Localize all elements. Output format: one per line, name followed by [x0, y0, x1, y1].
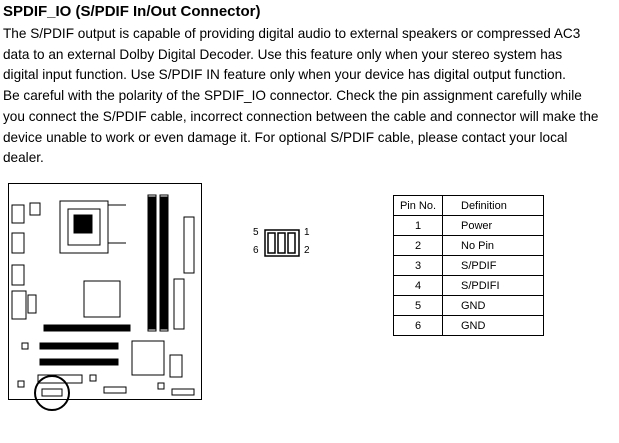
- small-chip: [89, 374, 97, 382]
- pin-label-2: 2: [304, 245, 310, 256]
- southbridge-chip: [131, 340, 165, 376]
- definition-cell: S/PDIF: [442, 255, 544, 276]
- definition-cell: GND: [442, 295, 544, 316]
- small-chip: [17, 380, 25, 388]
- paragraph-line: data to an external Dolby Digital Decode…: [3, 46, 563, 62]
- pin-label-6: 6: [253, 245, 259, 256]
- table-header-row: Pin No. Definition: [393, 195, 544, 216]
- highlight-circle: [34, 375, 70, 411]
- spdif-pin-header-diagram: 5 1 6 2: [250, 225, 320, 260]
- table-row: 3 S/PDIF: [393, 255, 544, 276]
- usb-header: [103, 386, 127, 394]
- io-port: [11, 264, 25, 286]
- io-port: [11, 232, 25, 254]
- description-paragraph: The S/PDIF output is capable of providin…: [3, 24, 615, 169]
- audio-header: [37, 374, 83, 384]
- definition-cell: No Pin: [442, 235, 544, 256]
- paragraph-line: digital input function. Use S/PDIF IN fe…: [3, 67, 566, 83]
- pin-number-cell: 3: [393, 255, 443, 276]
- pin-header-icon: [264, 229, 300, 257]
- small-chip: [29, 202, 41, 216]
- pin-number-cell: 6: [393, 315, 443, 336]
- dimm-slot: [147, 194, 157, 332]
- pin-assignment-table: Pin No. Definition 1 Power 2 No Pin 3 S/…: [393, 195, 544, 336]
- atx-power: [183, 216, 195, 274]
- paragraph-line: you connect the S/PDIF cable, incorrect …: [3, 108, 599, 124]
- motherboard-diagram: [8, 183, 202, 411]
- io-port: [11, 204, 25, 224]
- board-outline: [8, 183, 202, 400]
- paragraph-line: The S/PDIF output is capable of providin…: [3, 26, 581, 41]
- table-row: 4 S/PDIFI: [393, 275, 544, 296]
- small-chip: [157, 382, 165, 390]
- column-header: Pin No.: [393, 195, 443, 216]
- cpu-core: [73, 214, 93, 234]
- table-row: 5 GND: [393, 295, 544, 316]
- expansion-slot: [43, 324, 131, 332]
- sata-connector: [169, 354, 183, 378]
- table-row: 1 Power: [393, 215, 544, 236]
- definition-cell: Power: [442, 215, 544, 236]
- spdif-header: [41, 388, 63, 397]
- pin-number-cell: 2: [393, 235, 443, 256]
- northbridge-chip: [83, 280, 121, 318]
- section-title: SPDIF_IO (S/PDIF In/Out Connector): [3, 3, 261, 20]
- dimm-slot: [159, 194, 169, 332]
- pin-label-1: 1: [304, 227, 310, 238]
- expansion-slot: [39, 342, 119, 350]
- pin-label-5: 5: [253, 227, 259, 238]
- paragraph-line: dealer.: [3, 150, 44, 166]
- paragraph-line: Be careful with the polarity of the SPDI…: [3, 88, 582, 104]
- io-port: [11, 290, 27, 320]
- paragraph-line: device unable to work or even damage it.…: [3, 129, 568, 145]
- front-panel-header: [171, 388, 195, 396]
- pin-number-cell: 5: [393, 295, 443, 316]
- pin-number-cell: 4: [393, 275, 443, 296]
- definition-cell: GND: [442, 315, 544, 336]
- small-chip: [21, 342, 29, 350]
- ide-connector: [173, 278, 185, 330]
- definition-cell: S/PDIFI: [442, 275, 544, 296]
- cpu-socket: [59, 200, 109, 254]
- column-header: Definition: [442, 195, 544, 216]
- pin-number-cell: 1: [393, 215, 443, 236]
- table-row: 6 GND: [393, 315, 544, 336]
- cpu-socket-inner: [67, 208, 101, 246]
- expansion-slot: [39, 358, 119, 366]
- small-chip: [27, 294, 37, 314]
- table-row: 2 No Pin: [393, 235, 544, 256]
